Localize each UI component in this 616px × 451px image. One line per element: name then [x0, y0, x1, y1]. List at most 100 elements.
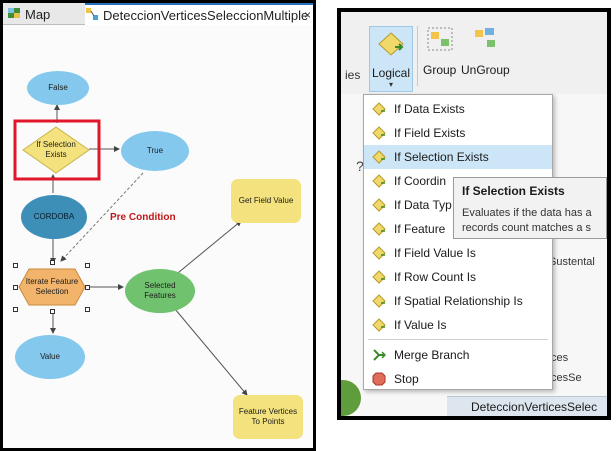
tooltip: If Selection Exists Evaluates if the dat… — [453, 177, 607, 239]
menu-item-if-row-count-is[interactable]: If Row Count Is — [364, 265, 552, 289]
menu-item-label: If Selection Exists — [394, 150, 489, 164]
hexagon-shape — [18, 268, 86, 306]
menu-item-label: If Data Exists — [394, 102, 465, 116]
ribbon-partial-label: ies — [345, 68, 361, 82]
node-iterate-label: Iterate Feature Selection — [25, 277, 79, 296]
group-button[interactable]: Group — [423, 26, 456, 77]
help-icon[interactable]: ? — [356, 158, 364, 174]
menu-item-label: If Value Is — [394, 318, 447, 332]
ungroup-label: UnGroup — [461, 63, 510, 77]
tab-map[interactable]: Map — [7, 3, 83, 25]
node-get-field-value-label: Get Field Value — [238, 196, 294, 205]
selection-handle[interactable] — [85, 263, 90, 268]
group-label: Group — [423, 63, 457, 77]
ungroup-button[interactable]: UnGroup — [461, 26, 510, 77]
ribbon-menu-panel: ies Logical ▾ Group UnGroup ? Sustental … — [337, 8, 611, 420]
model-canvas[interactable]: False If Selection Exists True CORDOBA P… — [3, 25, 313, 448]
menu-item-merge-branch[interactable]: Merge Branch — [364, 343, 552, 367]
background-text: Sustental — [549, 256, 595, 268]
pre-condition-label: Pre Condition — [110, 212, 176, 223]
node-false-label: False — [48, 83, 68, 92]
selection-handle[interactable] — [50, 309, 55, 314]
logical-diamond-icon — [364, 126, 394, 140]
menu-item-stop[interactable]: Stop — [364, 367, 552, 391]
selection-handle[interactable] — [13, 285, 18, 290]
menu-item-if-field-exists[interactable]: If Field Exists — [364, 121, 552, 145]
menu-item-if-feature[interactable]: If Feature — [364, 217, 552, 241]
model-icon — [85, 7, 99, 24]
selection-handle[interactable] — [13, 263, 18, 268]
logical-dropdown-menu: If Data Exists If Field Exists If Select… — [363, 94, 553, 390]
map-icon — [7, 6, 21, 23]
menu-item-if-field-value-is[interactable]: If Field Value Is — [364, 241, 552, 265]
stop-icon — [364, 372, 394, 386]
selection-handle[interactable] — [85, 285, 90, 290]
menu-item-if-coordinate[interactable]: If Coordin — [364, 169, 552, 193]
node-feature-vertices-to-points[interactable]: Feature Vertices To Points — [233, 395, 303, 439]
node-get-field-value[interactable]: Get Field Value — [231, 179, 301, 223]
node-value[interactable]: Value — [15, 335, 85, 379]
ribbon: ies Logical ▾ Group UnGroup — [341, 12, 607, 94]
logical-diamond-icon — [364, 294, 394, 308]
selection-handle[interactable] — [13, 307, 18, 312]
logical-diamond-icon — [364, 198, 394, 212]
logical-diamond-icon — [364, 102, 394, 116]
node-true[interactable]: True — [121, 131, 189, 171]
bottom-tab-label: DeteccionVerticesSelec — [471, 399, 598, 414]
tab-map-label: Map — [25, 6, 51, 22]
logical-diamond-icon — [364, 150, 394, 164]
logical-diamond-icon — [364, 270, 394, 284]
node-selected-features-label: Selected Features — [144, 281, 176, 300]
bottom-tab[interactable]: DeteccionVerticesSelec — [447, 396, 607, 416]
menu-item-if-data-type[interactable]: If Data Typ — [364, 193, 552, 217]
background-text: ces — [551, 352, 569, 364]
selection-handle[interactable] — [85, 307, 90, 312]
menu-item-if-value-is[interactable]: If Value Is — [364, 313, 552, 337]
model-builder-panel: Map DeteccionVerticesSeleccionMultiple × — [0, 0, 316, 451]
node-cordoba[interactable]: CORDOBA — [21, 195, 87, 239]
group-icon — [426, 26, 454, 57]
node-iterate-feature-selection[interactable]: Iterate Feature Selection — [17, 267, 87, 307]
menu-item-label: Merge Branch — [394, 348, 470, 362]
logical-diamond-icon — [364, 318, 394, 332]
menu-item-label: Stop — [394, 372, 419, 386]
logical-icon — [377, 31, 405, 62]
diamond-shape — [22, 126, 90, 174]
logical-diamond-icon — [364, 222, 394, 236]
node-false[interactable]: False — [27, 71, 89, 105]
node-true-label: True — [146, 146, 164, 155]
connector-lines — [13, 104, 248, 396]
node-if-selection-exists-label: If Selection Exists — [36, 140, 76, 159]
menu-item-label: If Field Value Is — [394, 246, 476, 260]
menu-separator — [368, 339, 548, 340]
selection-handle[interactable] — [50, 260, 55, 265]
merge-branch-icon — [364, 348, 394, 362]
node-cordoba-label: CORDOBA — [33, 212, 75, 221]
menu-item-if-spatial-relationship-is[interactable]: If Spatial Relationship Is — [364, 289, 552, 313]
menu-item-label: If Spatial Relationship Is — [394, 294, 523, 308]
close-icon[interactable]: × — [303, 8, 311, 22]
ribbon-divider — [417, 26, 418, 86]
tab-model-label: DeteccionVerticesSeleccionMultiple — [103, 7, 309, 23]
menu-item-label: If Feature — [394, 222, 446, 236]
highlight-box — [13, 119, 101, 181]
tab-model[interactable]: DeteccionVerticesSeleccionMultiple × — [85, 3, 313, 25]
tooltip-title: If Selection Exists — [462, 184, 565, 198]
node-selected-features[interactable]: Selected Features — [125, 269, 195, 313]
chevron-down-icon: ▾ — [388, 80, 393, 89]
node-if-selection-exists[interactable]: If Selection Exists — [21, 125, 91, 175]
menu-item-if-data-exists[interactable]: If Data Exists — [364, 97, 552, 121]
menu-item-label: If Coordin — [394, 174, 447, 188]
menu-item-label: If Data Typ — [394, 198, 452, 212]
logical-diamond-icon — [364, 174, 394, 188]
logical-label: Logical — [371, 66, 411, 80]
logical-button[interactable]: Logical ▾ — [369, 26, 413, 92]
menu-item-label: If Row Count Is — [394, 270, 477, 284]
logical-diamond-icon — [364, 246, 394, 260]
tooltip-description-line: Evaluates if the data has a — [462, 207, 592, 219]
ungroup-icon — [471, 26, 499, 57]
background-shape — [341, 380, 361, 416]
background-text: cesSe — [551, 372, 582, 384]
menu-item-if-selection-exists[interactable]: If Selection Exists — [364, 145, 552, 169]
node-feature-vertices-label: Feature Vertices To Points — [238, 407, 298, 426]
